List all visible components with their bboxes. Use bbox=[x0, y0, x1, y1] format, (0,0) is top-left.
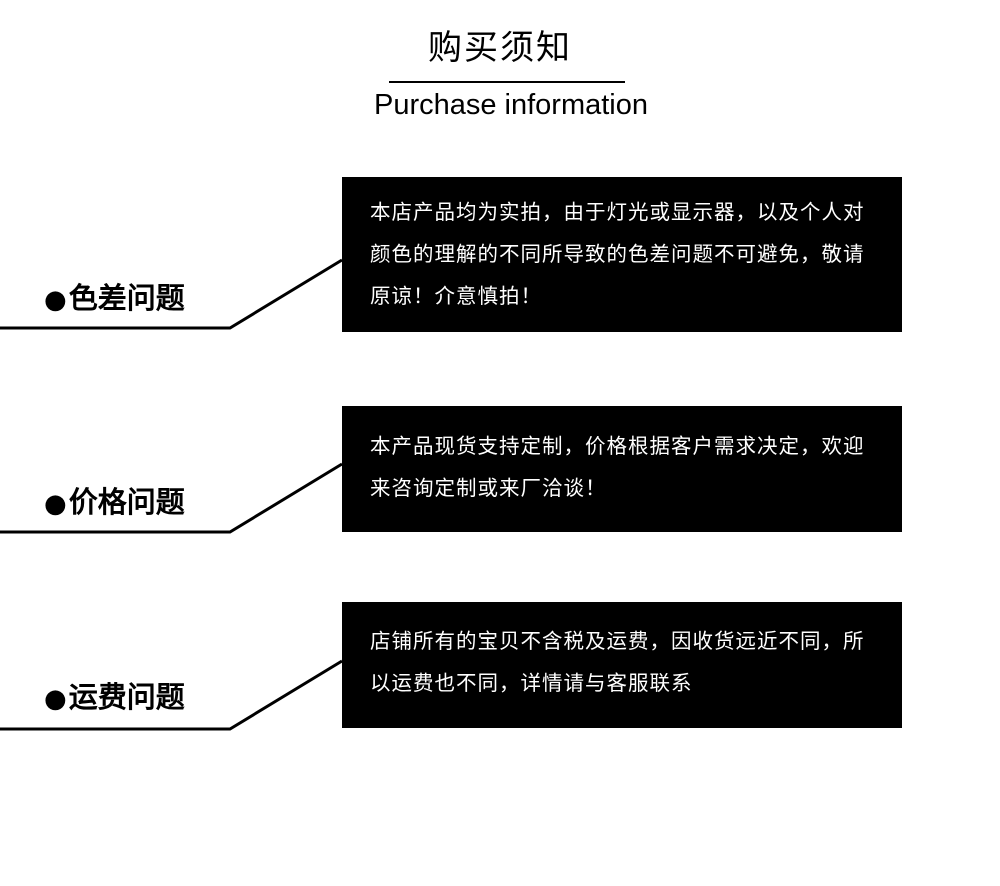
connector-line bbox=[0, 258, 343, 330]
page-subtitle: Purchase information bbox=[373, 89, 649, 121]
info-box-text: 店铺所有的宝贝不含税及运费，因收货远近不同，所以运费也不同，详情请与客服联系 bbox=[370, 629, 865, 695]
info-box: 店铺所有的宝贝不含税及运费，因收货远近不同，所以运费也不同，详情请与客服联系 bbox=[342, 602, 902, 728]
bullet-icon: ● bbox=[44, 285, 67, 315]
connector-line bbox=[0, 659, 343, 731]
info-box: 本店产品均为实拍，由于灯光或显示器，以及个人对颜色的理解的不同所导致的色差问题不… bbox=[342, 177, 902, 332]
section-label-text: 色差问题 bbox=[68, 281, 185, 315]
title-divider bbox=[389, 81, 625, 83]
page-header: 购买须知 Purchase information bbox=[0, 0, 1000, 130]
info-box-text: 本店产品均为实拍，由于灯光或显示器，以及个人对颜色的理解的不同所导致的色差问题不… bbox=[370, 200, 865, 308]
bullet-icon: ● bbox=[44, 684, 67, 714]
section-shipping: ●运费问题 店铺所有的宝贝不含税及运费，因收货远近不同，所以运费也不同，详情请与… bbox=[0, 600, 1000, 734]
page-title: 购买须知 bbox=[428, 28, 572, 68]
bullet-icon: ● bbox=[44, 489, 67, 519]
section-label: ●色差问题 bbox=[44, 280, 185, 318]
section-label-text: 价格问题 bbox=[68, 485, 185, 519]
info-box: 本产品现货支持定制，价格根据客户需求决定，欢迎来咨询定制或来厂洽谈！ bbox=[342, 406, 902, 532]
section-label: ●运费问题 bbox=[44, 679, 185, 717]
section-price: ●价格问题 本产品现货支持定制，价格根据客户需求决定，欢迎来咨询定制或来厂洽谈！ bbox=[0, 404, 1000, 536]
section-color-difference: ●色差问题 本店产品均为实拍，由于灯光或显示器，以及个人对颜色的理解的不同所导致… bbox=[0, 176, 1000, 336]
info-box-text: 本产品现货支持定制，价格根据客户需求决定，欢迎来咨询定制或来厂洽谈！ bbox=[370, 434, 865, 500]
section-label: ●价格问题 bbox=[44, 484, 185, 522]
section-label-text: 运费问题 bbox=[68, 680, 185, 714]
connector-line bbox=[0, 462, 343, 534]
